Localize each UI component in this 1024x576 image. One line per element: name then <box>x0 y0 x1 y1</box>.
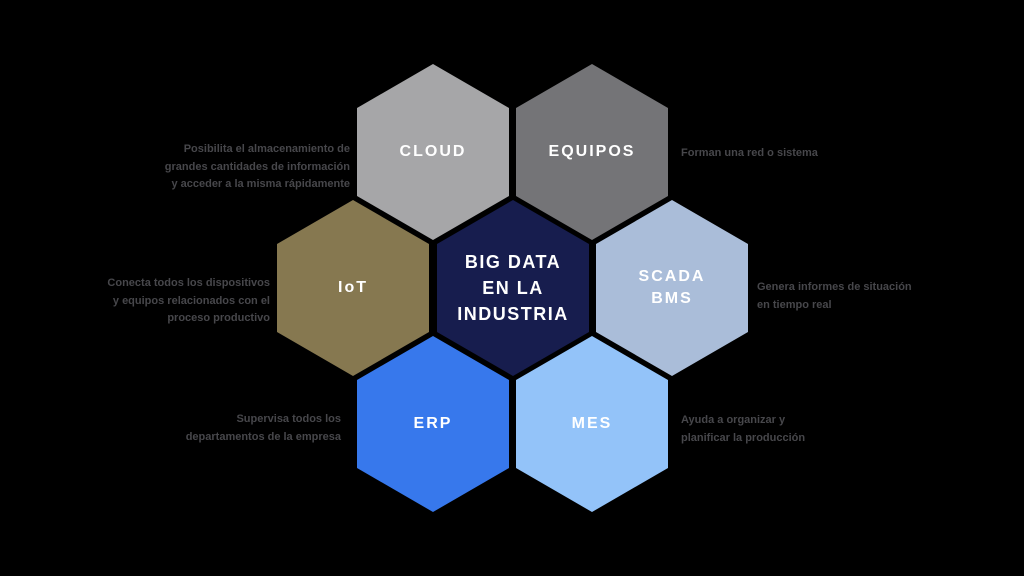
description-scada-line-1: Genera informes de situación <box>757 281 912 293</box>
scada-label-line-2: BMS <box>651 290 693 307</box>
scada-label-line-1: SCADA <box>638 268 706 285</box>
description-iot-line-3: proceso productivo <box>167 312 270 324</box>
hexagon-mes-label: MES <box>571 415 613 432</box>
hexagon-equipos-label: EQUIPOS <box>548 143 636 160</box>
description-cloud-line-3: y acceder a la misma rápidamente <box>171 178 350 190</box>
description-scada-bms: Genera informes de situación en tiempo r… <box>757 279 912 314</box>
hexagon-erp-label: ERP <box>413 415 453 432</box>
hexagon-scada-bms-label: SCADA BMS <box>639 266 706 310</box>
hexagon-equipos: EQUIPOS <box>516 64 668 240</box>
hexagon-erp: ERP <box>357 336 509 512</box>
description-iot-line-2: y equipos relacionados con el <box>112 294 270 307</box>
hexagon-center-title: BIG DATA EN LA INDUSTRIA <box>437 200 589 376</box>
description-mes: Ayuda a organizar y planificar la produc… <box>681 412 805 447</box>
description-iot-line-1: Conecta todos los dispositivos <box>107 277 270 289</box>
description-iot: Conecta todos los dispositivos y equipos… <box>107 275 270 328</box>
hexagon-scada-bms: SCADA BMS <box>596 200 748 376</box>
description-erp-line-2: departamentos de la empresa <box>185 430 341 443</box>
description-scada-line-2: en tiempo real <box>757 298 832 311</box>
hexagon-iot-label: IoT <box>338 279 368 296</box>
description-cloud: Posibilita el almacenamiento de grandes … <box>165 141 350 194</box>
description-cloud-line-2: grandes cantidades de información <box>164 160 350 173</box>
description-mes-line-2: planificar la producción <box>681 431 806 444</box>
description-erp-line-1: Supervisa todos los <box>236 413 341 425</box>
description-mes-line-1: Ayuda a organizar y <box>681 414 786 426</box>
hexagon-iot: IoT <box>277 200 429 376</box>
hexagon-mes: MES <box>516 336 668 512</box>
description-erp: Supervisa todos los departamentos de la … <box>186 411 341 446</box>
center-title-line-1: BIG DATA <box>464 252 562 272</box>
center-title-line-3: INDUSTRIA <box>457 304 569 324</box>
center-title-line-2: EN LA <box>482 278 544 298</box>
hexagon-cloud-label: CLOUD <box>399 143 467 160</box>
center-title: BIG DATA EN LA INDUSTRIA <box>457 249 569 327</box>
description-equipos-line-1: Forman una red o sistema <box>681 147 818 159</box>
description-equipos: Forman una red o sistema <box>681 145 818 163</box>
hexagon-cloud: CLOUD <box>357 64 509 240</box>
description-cloud-line-1: Posibilita el almacenamiento de <box>183 143 350 155</box>
